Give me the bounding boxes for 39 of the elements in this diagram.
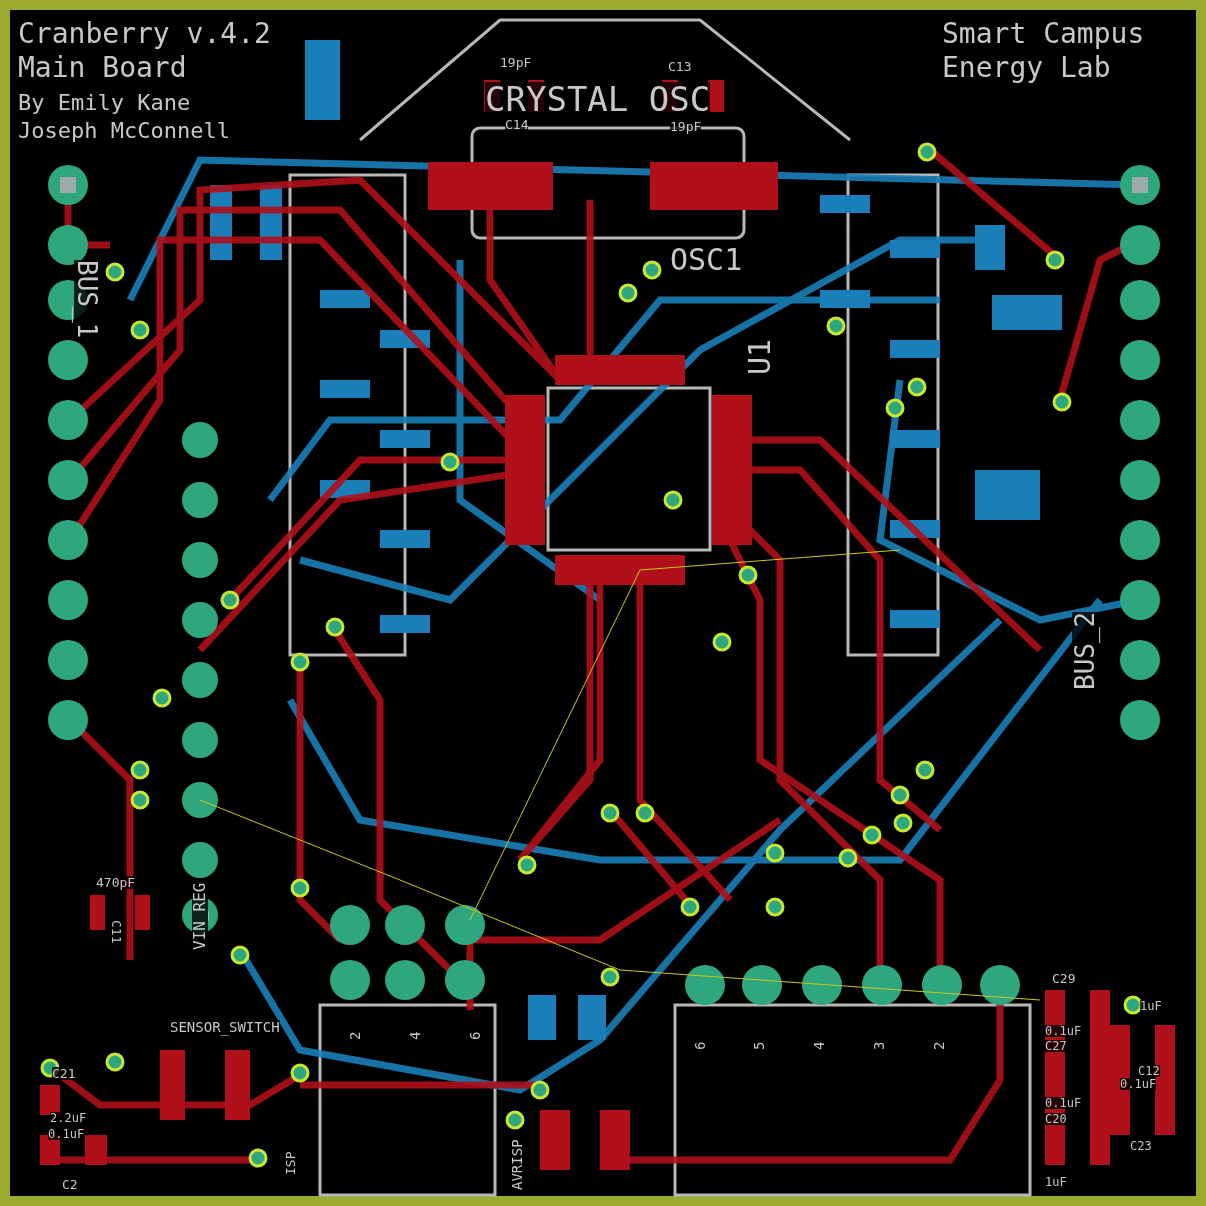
connector-label: ISP (284, 1151, 297, 1175)
component-value: 0.1uF (48, 1128, 85, 1140)
component-designator: C2 (62, 1178, 78, 1191)
component-label: SENSOR_SWITCH (170, 1020, 280, 1034)
author-credit: By Emily Kane (18, 92, 191, 114)
connector-label: AVRISP (510, 1139, 524, 1190)
board-title: Cranberry v.4.2 (18, 20, 271, 48)
component-designator: C27 (1045, 1040, 1067, 1052)
component-label: VIN_REG (192, 882, 208, 950)
component-value: 1uF (1045, 1176, 1067, 1188)
component-designator: C23 (1130, 1140, 1152, 1152)
component-value: 2.2uF (50, 1112, 87, 1124)
pin-number: 5 (752, 1041, 766, 1050)
component-designator: C14 (505, 118, 529, 131)
component-value: 0.1uF (1045, 1097, 1082, 1109)
lab-name: Smart Campus (942, 20, 1145, 48)
component-value: 19pF (500, 56, 532, 69)
component-value: 0.1uF (1045, 1025, 1082, 1037)
component-value: 0.1uF (1120, 1078, 1157, 1090)
pin-number: 6 (468, 1031, 482, 1040)
pin-number: 3 (872, 1041, 886, 1050)
connector-label: BUS_1 (74, 260, 100, 339)
component-designator: C21 (52, 1067, 76, 1080)
lab-name: Energy Lab (942, 54, 1111, 82)
component-designator: C20 (1045, 1113, 1067, 1125)
component-designator: C29 (1052, 972, 1076, 985)
pin-number: 4 (408, 1031, 422, 1040)
component-value: 19pF (670, 120, 702, 133)
component-designator: C11 (110, 920, 123, 944)
pin-number: 2 (932, 1041, 946, 1050)
pin-number: 2 (348, 1031, 362, 1040)
component-value: 470pF (96, 876, 136, 889)
component-designator: C13 (668, 60, 692, 73)
pin-number: 6 (693, 1041, 707, 1050)
component-value: 1uF (1140, 1000, 1162, 1012)
connector-label: BUS_2 (1072, 611, 1098, 690)
pin-number: 4 (812, 1041, 826, 1050)
author-credit: Joseph McConnell (18, 120, 230, 142)
component-designator: C12 (1138, 1065, 1160, 1077)
